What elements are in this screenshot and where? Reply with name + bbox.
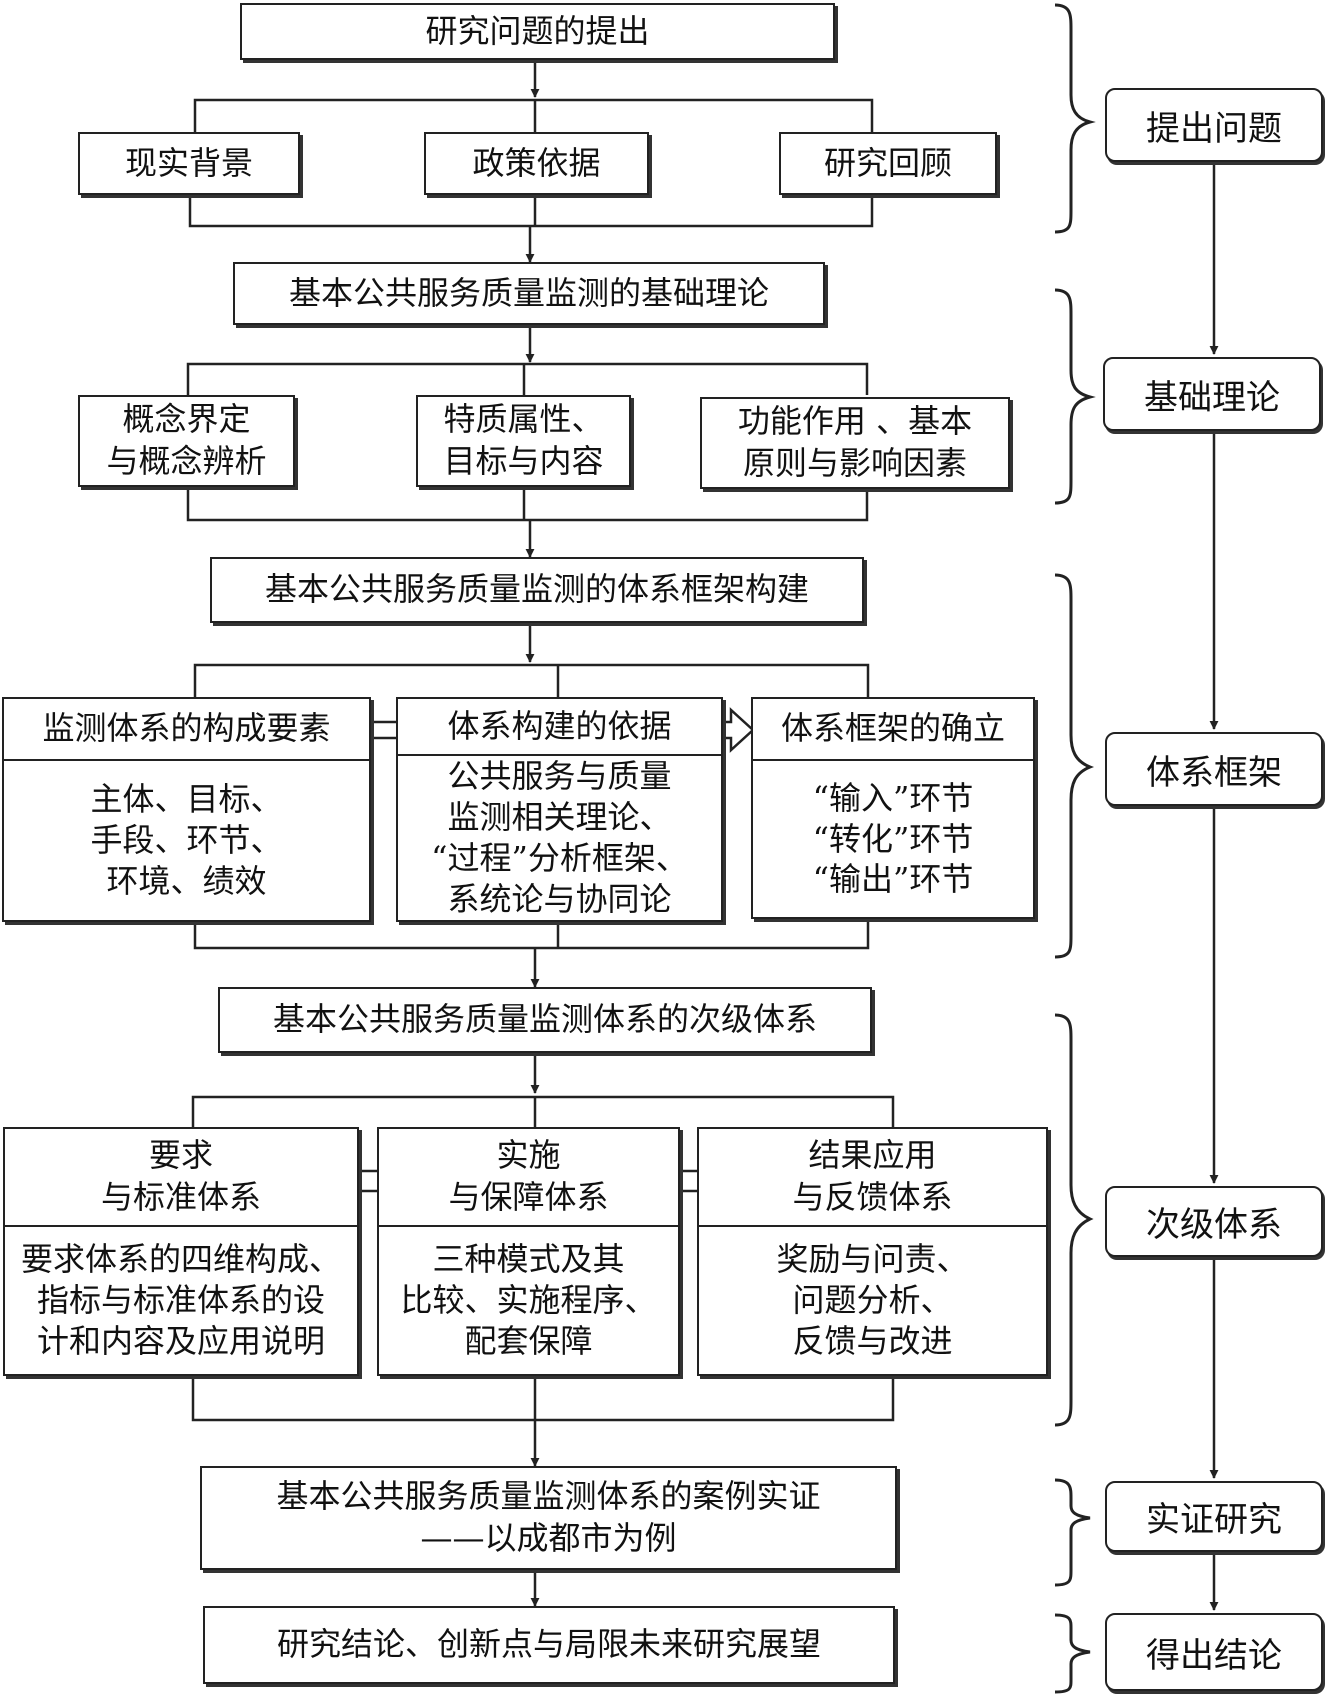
research-question-box: 研究问题的提出 [240, 3, 835, 60]
background-box-policy: 政策依据 [424, 132, 649, 195]
stage-label: 基础理论 [1144, 377, 1280, 418]
framework-item-establish: 体系框架的确立 “输入”环节 “转化”环节 “输出”环节 [751, 697, 1035, 919]
subsystem-title-box: 基本公共服务质量监测体系的次级体系 [218, 987, 872, 1053]
background-label: 现实背景 [124, 143, 253, 182]
theory-item-attributes: 特质属性、 目标与内容 [416, 395, 631, 487]
framework-title-box: 基本公共服务质量监测的体系框架构建 [210, 557, 864, 623]
subsystem-item-feedback: 结果应用 与反馈体系 奖励与问责、 问题分析、 反馈与改进 [697, 1127, 1048, 1376]
stage-system-framework: 体系框架 [1105, 732, 1323, 806]
background-box-review: 研究回顾 [779, 132, 997, 195]
stage-label: 提出问题 [1146, 108, 1282, 149]
subsystem-item-content: 要求体系的四维构成、 指标与标准体系的设 计和内容及应用说明 [20, 1240, 341, 1360]
subsystem-item-standards: 要求 与标准体系 要求体系的四维构成、 指标与标准体系的设 计和内容及应用说明 [3, 1127, 359, 1376]
theory-item-label: 概念界定 与概念辨析 [106, 400, 267, 480]
theory-title-box: 基本公共服务质量监测的基础理论 [233, 262, 825, 325]
theory-item-concept: 概念界定 与概念辨析 [78, 395, 295, 487]
subsystem-item-title: 结果应用 与反馈体系 [699, 1129, 1046, 1227]
stage-label: 次级体系 [1146, 1205, 1282, 1245]
subsystem-item-content: 三种模式及其 比较、实施程序、 配套保障 [400, 1240, 657, 1360]
stage-label: 实证研究 [1146, 1500, 1282, 1540]
background-label: 研究回顾 [823, 143, 952, 182]
framework-item-content: 主体、目标、 手段、环节、 环境、绩效 [90, 780, 283, 900]
conclusion-box: 研究结论、创新点与局限未来研究展望 [203, 1606, 895, 1684]
theory-title: 基本公共服务质量监测的基础理论 [288, 273, 769, 312]
framework-item-title: 体系框架的确立 [753, 699, 1033, 761]
theory-item-functions: 功能作用 、基本 原则与影响因素 [700, 397, 1010, 489]
stage-conclusion: 得出结论 [1105, 1613, 1323, 1691]
framework-title: 基本公共服务质量监测的体系框架构建 [264, 570, 809, 609]
stage-empirical-research: 实证研究 [1105, 1481, 1323, 1552]
background-box-reality: 现实背景 [78, 132, 300, 195]
subsystem-title: 基本公共服务质量监测体系的次级体系 [272, 1000, 817, 1039]
stage-propose-problem: 提出问题 [1105, 88, 1323, 162]
subsystem-item-content: 奖励与问责、 问题分析、 反馈与改进 [776, 1240, 969, 1360]
case-study-box: 基本公共服务质量监测体系的案例实证 ——以成都市为例 [200, 1466, 897, 1570]
stage-basic-theory: 基础理论 [1103, 357, 1321, 431]
framework-item-elements: 监测体系的构成要素 主体、目标、 手段、环节、 环境、绩效 [2, 697, 371, 922]
subsystem-item-title: 实施 与保障体系 [379, 1129, 678, 1227]
stage-label: 得出结论 [1146, 1635, 1282, 1676]
subsystem-item-title: 要求 与标准体系 [5, 1129, 357, 1227]
framework-item-basis: 体系构建的依据 公共服务与质量 监测相关理论、 “过程”分析框架、 系统论与协同… [396, 697, 723, 922]
theory-item-label: 特质属性、 目标与内容 [443, 400, 604, 480]
theory-item-label: 功能作用 、基本 原则与影响因素 [737, 402, 973, 482]
framework-item-content: “输入”环节 “转化”环节 “输出”环节 [812, 778, 974, 899]
stage-subsystem: 次级体系 [1105, 1186, 1323, 1257]
background-label: 政策依据 [472, 143, 601, 182]
subsystem-item-implementation: 实施 与保障体系 三种模式及其 比较、实施程序、 配套保障 [377, 1127, 680, 1376]
framework-item-title: 监测体系的构成要素 [4, 699, 369, 761]
framework-item-title: 体系构建的依据 [398, 699, 721, 757]
conclusion-title: 研究结论、创新点与局限未来研究展望 [276, 1625, 821, 1664]
case-study-title: 基本公共服务质量监测体系的案例实证 ——以成都市为例 [276, 1477, 821, 1557]
research-question-label: 研究问题的提出 [425, 11, 650, 50]
stage-label: 体系框架 [1146, 752, 1282, 793]
framework-item-content: 公共服务与质量 监测相关理论、 “过程”分析框架、 系统论与协同论 [431, 757, 688, 919]
